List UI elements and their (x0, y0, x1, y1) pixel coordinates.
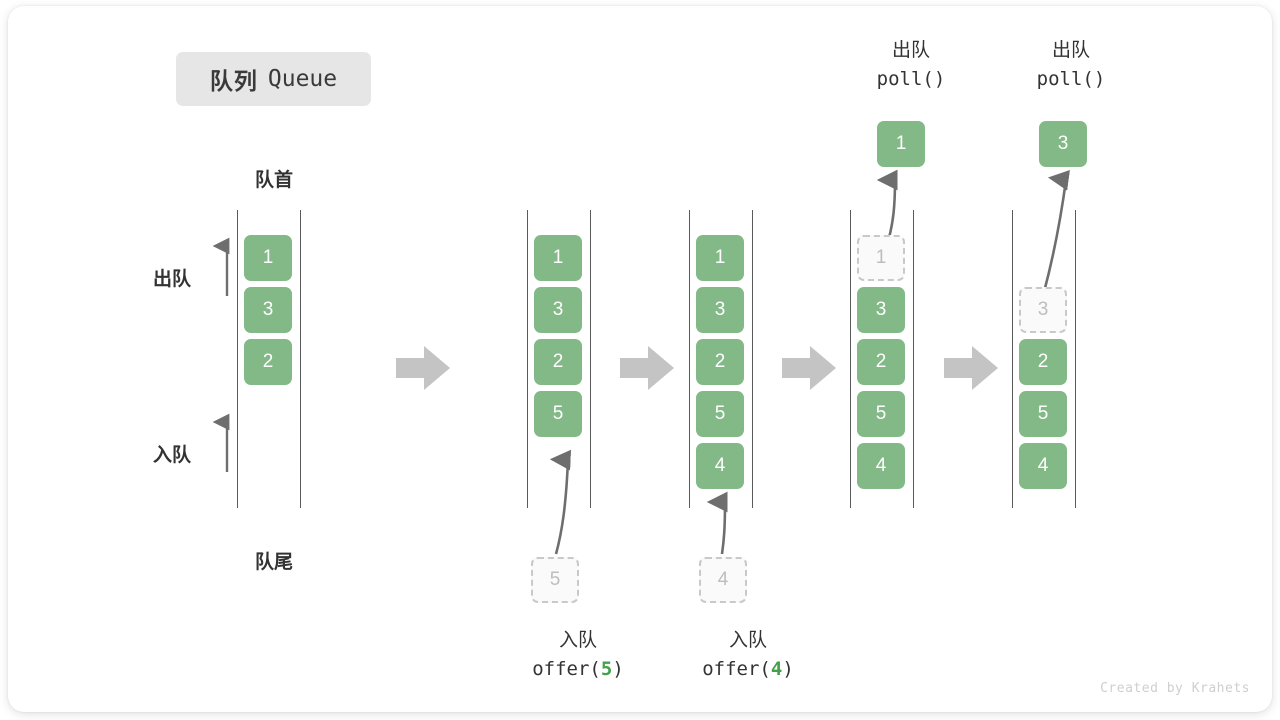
ghost-item-offer-5: 5 (531, 557, 579, 603)
watermark: Created by Krahets (1100, 681, 1250, 696)
title-en: Queue (267, 66, 338, 92)
ghost-item-removed: 1 (857, 235, 905, 281)
rail-right (752, 210, 753, 508)
caption-offer-5: 入队 offer(5) (478, 626, 678, 685)
enqueue-direction-arrow (212, 413, 230, 472)
ghost-item-removed: 3 (1019, 287, 1067, 333)
ghost-item-offer-4: 4 (699, 557, 747, 603)
queue-item: 2 (244, 339, 292, 385)
queue-item-new: 4 (696, 443, 744, 489)
dequeue-direction-label: 出队 (153, 269, 192, 290)
caption-offer-5-cn: 入队 (558, 630, 597, 651)
dequeue-direction-arrow (212, 237, 230, 296)
transition-arrow-icon (944, 346, 998, 390)
enqueue-arrow-4 (706, 491, 728, 555)
dequeue-arrow-2 (1042, 170, 1070, 293)
rail-left (527, 210, 528, 508)
transition-arrow-icon (396, 346, 450, 390)
polled-item-2: 3 (1039, 121, 1087, 167)
caption-poll-1-cn: 出队 (891, 40, 930, 61)
queue-item: 5 (1019, 391, 1067, 437)
queue-item: 1 (534, 235, 582, 281)
transition-arrow-icon (782, 346, 836, 390)
queue-item-new: 5 (534, 391, 582, 437)
rail-left (237, 210, 238, 508)
queue-item: 1 (696, 235, 744, 281)
dequeue-arrow-1 (876, 169, 898, 239)
queue-item: 5 (857, 391, 905, 437)
queue-item: 3 (244, 287, 292, 333)
caption-offer-4-cn: 入队 (728, 630, 767, 651)
queue-item: 4 (1019, 443, 1067, 489)
caption-offer-4-code: offer(4) (702, 658, 794, 681)
rail-left (1012, 210, 1013, 508)
rail-right (590, 210, 591, 508)
rail-right (300, 210, 301, 508)
rail-left (689, 210, 690, 508)
caption-offer-5-code: offer(5) (532, 658, 624, 681)
transition-arrow-icon (620, 346, 674, 390)
queue-item: 5 (696, 391, 744, 437)
enqueue-arrow-5 (549, 449, 572, 555)
rail-right (913, 210, 914, 508)
queue-item: 3 (696, 287, 744, 333)
title-badge: 队列 Queue (176, 52, 371, 106)
queue-item: 1 (244, 235, 292, 281)
polled-item-1: 1 (877, 121, 925, 167)
queue-item: 3 (534, 287, 582, 333)
queue-item: 4 (857, 443, 905, 489)
caption-offer-4: 入队 offer(4) (648, 626, 848, 685)
caption-poll-2-code: poll() (1036, 68, 1106, 91)
title-cn: 队列 (209, 68, 258, 94)
queue-tail-label: 队尾 (254, 552, 293, 573)
queue-head-label: 队首 (254, 170, 293, 191)
enqueue-direction-label: 入队 (153, 445, 192, 466)
caption-poll-2: 出队 poll() (971, 36, 1171, 95)
rail-right (1075, 210, 1076, 508)
caption-poll-1: 出队 poll() (811, 36, 1011, 95)
rail-left (850, 210, 851, 508)
queue-item: 2 (696, 339, 744, 385)
caption-poll-2-cn: 出队 (1051, 40, 1090, 61)
queue-item: 2 (857, 339, 905, 385)
queue-item: 2 (534, 339, 582, 385)
queue-item: 2 (1019, 339, 1067, 385)
caption-poll-1-code: poll() (876, 68, 946, 91)
queue-item: 3 (857, 287, 905, 333)
diagram-card: 队列 Queue 队首 队尾 出队 入队 1 3 2 1 3 2 5 5 (8, 6, 1272, 712)
